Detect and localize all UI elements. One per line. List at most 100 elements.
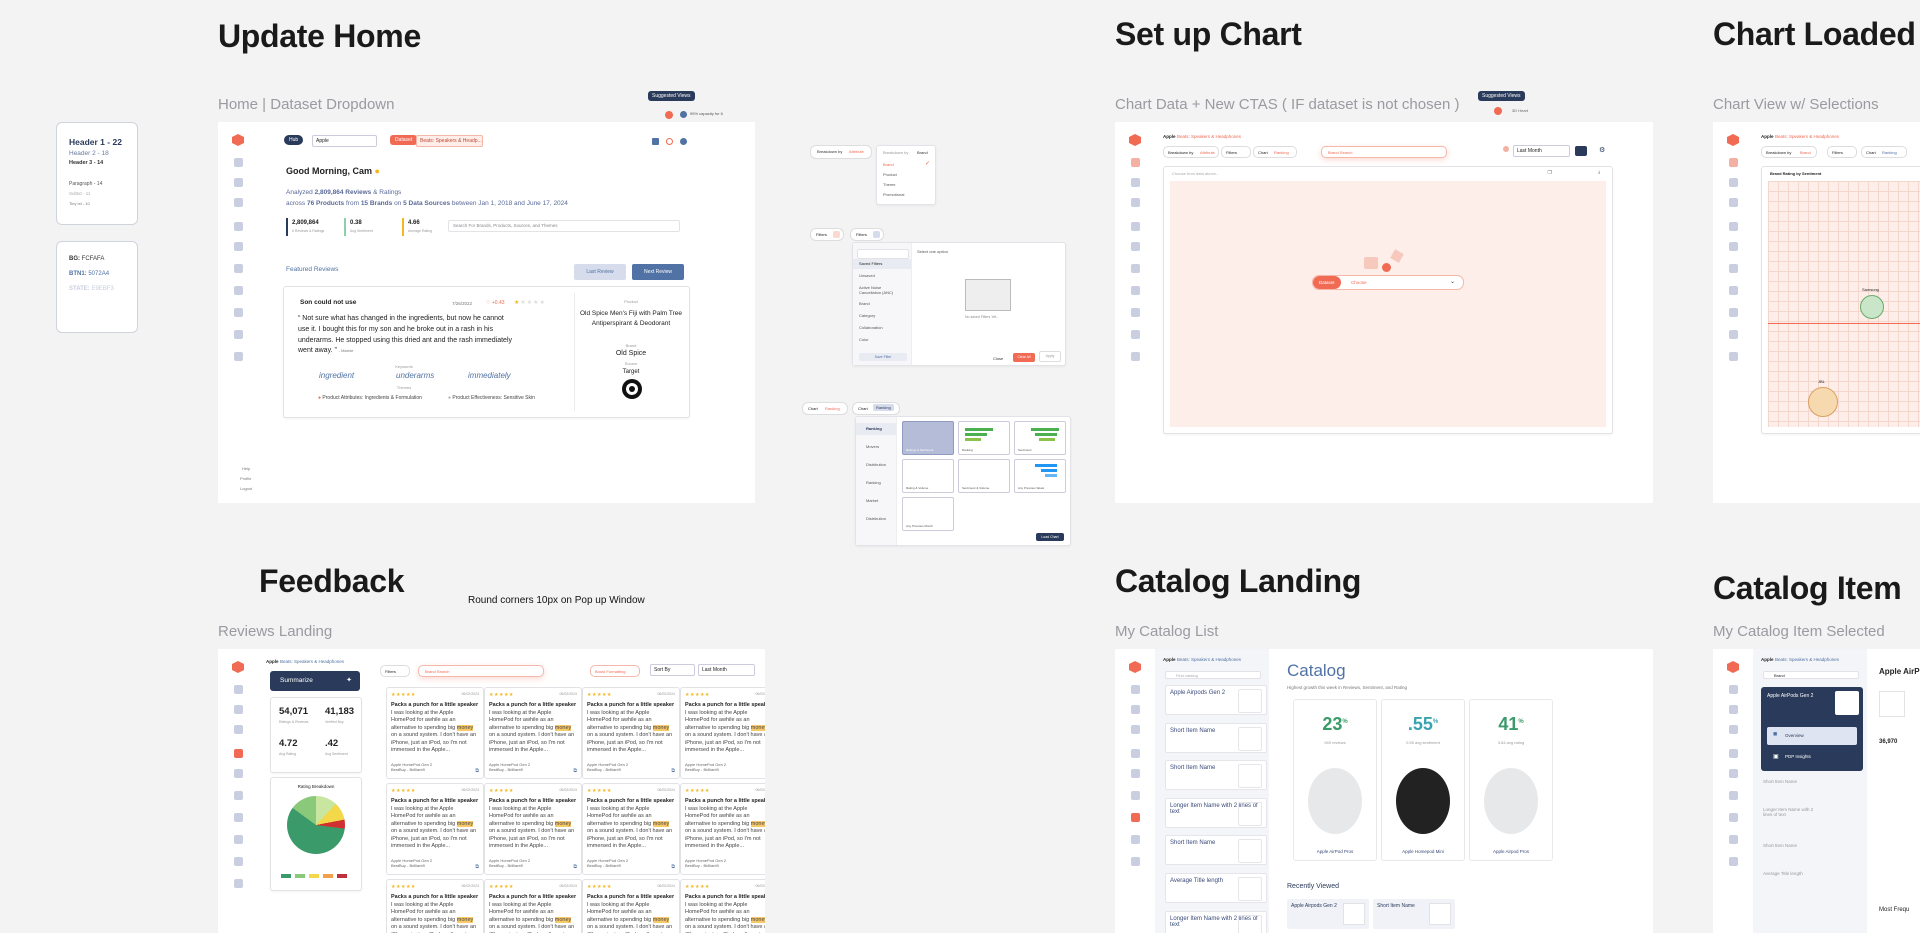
bookmark-icon[interactable]: ⧉ (475, 864, 479, 870)
item-search-input[interactable]: Brand (1763, 671, 1859, 679)
feedback-company[interactable]: Apple (266, 659, 279, 664)
dashboard-icon[interactable] (234, 158, 243, 167)
thumb-sentiment[interactable]: Sentiment (1014, 421, 1066, 455)
thumb-sentiment-volume[interactable]: Sentiment & Volume (958, 459, 1010, 493)
filter-brand[interactable]: Brand (859, 301, 870, 306)
next-review-button[interactable]: Next Review (632, 264, 684, 280)
filter-color[interactable]: Color (859, 337, 869, 342)
option-theme[interactable]: Theme (883, 182, 896, 187)
load-chart-button[interactable]: Load Chart (1036, 533, 1064, 541)
breakdown-chip[interactable]: Breakdown by Attribute (810, 145, 872, 159)
theme-2[interactable]: ● Product Effectiveness: Sensitive Skin (448, 395, 535, 401)
catalog-list-item[interactable]: Apple Airpods Gen 2 (1165, 685, 1267, 715)
keyword-2[interactable]: underarms (396, 371, 435, 380)
chart-type-movers[interactable]: Movers (866, 444, 880, 449)
catalog-breadcrumb[interactable]: Beats: Speakers & Headphones (1177, 657, 1242, 662)
catalog-list-item[interactable]: Average Title length (1165, 873, 1267, 903)
bookmark-icon[interactable]: ⧉ (671, 864, 675, 870)
setup-suggested-icon[interactable] (1494, 107, 1502, 115)
keyword-1[interactable]: ingredient (319, 371, 355, 380)
catalog-list-item[interactable]: Longer Item Name with 2 lines of text (1165, 798, 1267, 828)
catalog-list-item[interactable]: Short Item Name (1165, 723, 1267, 753)
bookmark-icon[interactable]: ⧉ (475, 768, 479, 774)
arrow-icon[interactable] (234, 222, 243, 231)
suggested-dot-icon[interactable] (665, 111, 673, 119)
thumb-ranking[interactable]: Ranking (958, 421, 1010, 455)
setup-filters-chip[interactable]: Filters (1221, 146, 1251, 158)
archive-icon[interactable] (234, 352, 243, 361)
help-icon[interactable] (666, 138, 673, 145)
selected-item-card[interactable]: Apple AirPods Gen 2 ■Overview ▣PDP Insig… (1761, 687, 1863, 771)
thumb-prev-month[interactable]: Any Previous Month (902, 497, 954, 531)
feedback-breadcrumb[interactable]: Beats: Speakers & Headphones (280, 659, 345, 664)
bookmark-icon[interactable]: ⧉ (573, 864, 577, 870)
last-review-button[interactable]: Last Review (574, 264, 626, 280)
filter-search-input[interactable] (857, 249, 909, 259)
filter-unsaved[interactable]: Unsaved (859, 273, 875, 278)
feedback-range-select[interactable]: Last Month (698, 664, 755, 676)
theme-1[interactable]: ● Product Attributes: Ingredients & Form… (318, 395, 422, 401)
dataset-chip[interactable]: Dataset (390, 135, 418, 145)
settings-icon[interactable]: ⚙ (1599, 147, 1606, 154)
bubble-samsung[interactable] (1860, 295, 1884, 319)
setup-range-select[interactable]: Last Month (1513, 145, 1570, 157)
item-list-1[interactable]: Short Item Name (1763, 779, 1798, 784)
loaded-breadcrumb[interactable]: Beats: Speakers & Headphones (1775, 134, 1840, 139)
rail-profile[interactable]: Profile (240, 476, 252, 481)
rail-logout[interactable]: Logout (240, 486, 253, 491)
item-list-2[interactable]: Longer Item Name with 2 lines of text (1763, 807, 1814, 817)
dataset-picker[interactable]: Dataset Choose ⌄ (1312, 275, 1464, 290)
recent-item-1[interactable]: Apple Airpods Gen 2 (1287, 899, 1369, 929)
setup-view-toggle[interactable] (1575, 146, 1587, 156)
pdp-menu-item[interactable]: ▣PDP Insights (1773, 754, 1811, 760)
filter-collaboration[interactable]: Collaboration (859, 325, 883, 330)
chart-chip[interactable]: Chart Ranking (802, 402, 848, 415)
keyword-3[interactable]: immediately (468, 371, 511, 380)
option-product[interactable]: Product (883, 172, 897, 177)
chart-type-distribution-2[interactable]: Distribution (866, 516, 887, 521)
copy-icon[interactable]: ❐ (1547, 170, 1552, 176)
catalog-list-item[interactable]: Short Item Name (1165, 760, 1267, 790)
loaded-company[interactable]: Apple (1761, 134, 1774, 139)
thumb-ratings-sentiment[interactable]: Ratings & Sentiment (902, 421, 954, 455)
close-button[interactable]: Close (993, 356, 1004, 361)
company-select[interactable]: Apple (312, 135, 377, 147)
rail-help[interactable]: Help (242, 466, 251, 471)
setup-brand-search[interactable]: Brand Search (1321, 146, 1447, 158)
setup-company[interactable]: Apple (1163, 134, 1176, 139)
option-brand[interactable]: Brand (883, 162, 894, 167)
filter-anc[interactable]: Active Noise Cancellation (ANC) (859, 285, 894, 295)
apply-button[interactable]: Apply (1039, 351, 1061, 362)
chart-type-market[interactable]: Market (866, 498, 879, 503)
sort-by-select[interactable]: Sort By (650, 664, 695, 676)
catalog-list-item[interactable]: Short Item Name (1165, 835, 1267, 865)
bookmark-icon[interactable]: ⧉ (671, 768, 675, 774)
feedback-icon[interactable] (234, 242, 243, 251)
lock-icon[interactable] (234, 308, 243, 317)
filters-chip[interactable]: Filters (810, 228, 844, 241)
chart-type-distribution[interactable]: Distribution (866, 462, 887, 467)
item-list-3[interactable]: Short Item Name (1763, 843, 1798, 848)
loaded-filters-chip[interactable]: Filters (1827, 146, 1857, 158)
feedback-filters-chip[interactable]: Filters (380, 665, 410, 677)
bubble-jbl[interactable] (1808, 387, 1838, 417)
filter-icon[interactable] (234, 198, 243, 207)
feedback-brand-search[interactable]: Brand Search (418, 665, 544, 677)
filters-chip-active[interactable]: Filters (850, 228, 884, 241)
download-icon[interactable]: ⭳ (1598, 170, 1600, 176)
hub-chip[interactable]: Hub (284, 135, 304, 145)
thumb-rating-volume[interactable]: Rating & Volume (902, 459, 954, 493)
setup-breadcrumb[interactable]: Beats: Speakers & Headphones (1177, 134, 1242, 139)
